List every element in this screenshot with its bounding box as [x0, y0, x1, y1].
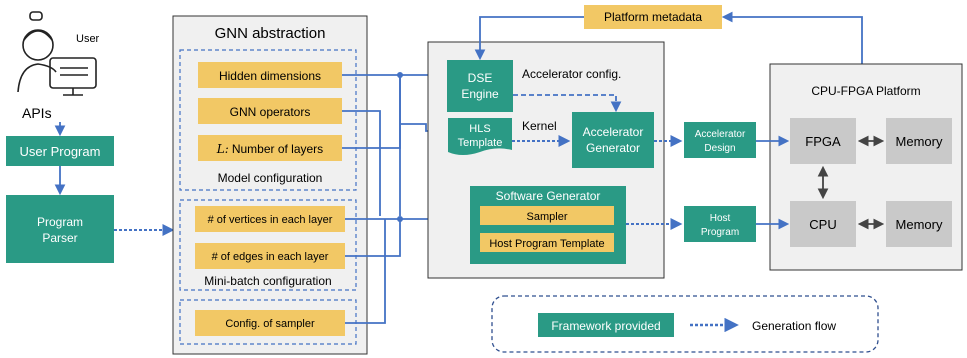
accel-config-arrow: [513, 94, 622, 113]
user-icon: [17, 11, 97, 96]
vertices-box: [195, 206, 345, 232]
acc-design-label-1: Accelerator: [695, 129, 746, 140]
legend-framework-label: Framework provided: [551, 319, 660, 333]
number-of-layers-box: [198, 135, 342, 161]
platform-metadata-box: [584, 5, 722, 29]
acc-design-label-2: Design: [704, 143, 735, 154]
abstraction-connectors: [342, 69, 469, 324]
accelerator-design-box: [684, 122, 756, 158]
junction-dot-1: [397, 72, 403, 78]
gnn-operators-label: GNN operators: [230, 105, 311, 119]
dse-label-2: Engine: [461, 87, 499, 101]
sampler-config-box: [195, 310, 345, 336]
accgen-label-2: Generator: [586, 141, 640, 155]
platform-title: CPU-FPGA Platform: [811, 84, 920, 98]
kernel-label: Kernel: [522, 119, 557, 133]
hidden-dimensions-label: Hidden dimensions: [219, 69, 321, 83]
memory-label-bottom: Memory: [896, 217, 943, 232]
minibatch-config-caption: Mini-batch configuration: [204, 274, 331, 288]
cpu-box: [790, 201, 856, 247]
cpu-label: CPU: [809, 217, 836, 232]
software-generator-title: Software Generator: [496, 189, 601, 203]
user-program-label: User Program: [20, 144, 101, 159]
dse-engine-box: [447, 60, 513, 112]
layers-symbol: L:: [216, 142, 229, 156]
user-program-box: [6, 136, 114, 166]
legend-box: [491, 295, 879, 353]
apis-label: APIs: [22, 105, 52, 121]
accelerator-config-label: Accelerator config.: [522, 67, 621, 81]
model-config-group: [179, 49, 357, 191]
hls-label-1: HLS: [469, 123, 490, 135]
program-parser-label-2: Parser: [42, 231, 77, 245]
vertices-label: # of vertices in each layer: [208, 214, 333, 226]
host-program-box: [684, 206, 756, 242]
edges-label: # of edges in each layer: [212, 251, 329, 263]
hls-template-box: [448, 118, 512, 155]
sampler-config-group: [179, 299, 357, 345]
gnn-abstraction-title: GNN abstraction: [215, 25, 326, 42]
edges-box: [195, 243, 345, 269]
memory-box-bottom: [886, 201, 952, 247]
sampler-box: [480, 206, 614, 225]
platform-metadata-label: Platform metadata: [604, 10, 702, 24]
accgen-label-1: Accelerator: [583, 125, 644, 139]
layers-text: Number of layers: [232, 142, 323, 156]
minibatch-config-group: [179, 199, 357, 291]
hidden-dimensions-box: [198, 62, 342, 88]
accelerator-generator-box: [572, 112, 654, 168]
hls-label-2: Template: [458, 137, 503, 149]
memory-box-top: [886, 118, 952, 164]
number-of-layers-label: L:Number of layers: [216, 142, 323, 156]
memory-label-top: Memory: [896, 134, 943, 149]
platform-to-metadata-arrow: [721, 11, 863, 64]
sampler-label: Sampler: [527, 211, 568, 223]
model-config-caption: Model configuration: [218, 171, 323, 185]
junction-dot-2: [397, 216, 403, 222]
legend-generation-label: Generation flow: [752, 319, 836, 333]
program-parser-label-1: Program: [37, 215, 83, 229]
user-label: User: [76, 33, 100, 45]
gnn-operators-box: [198, 98, 342, 124]
host-program-label-2: Program: [701, 227, 739, 238]
legend-framework-swatch: [538, 313, 674, 337]
host-template-box: [480, 233, 614, 252]
program-parser-box: [6, 195, 114, 263]
fpga-label: FPGA: [805, 134, 841, 149]
host-program-label-1: Host: [710, 213, 731, 224]
sampler-config-label: Config. of sampler: [225, 318, 315, 330]
fpga-box: [790, 118, 856, 164]
dse-label-1: DSE: [468, 71, 493, 85]
host-template-label: Host Program Template: [489, 238, 604, 250]
metadata-to-dse-arrow: [474, 16, 584, 61]
